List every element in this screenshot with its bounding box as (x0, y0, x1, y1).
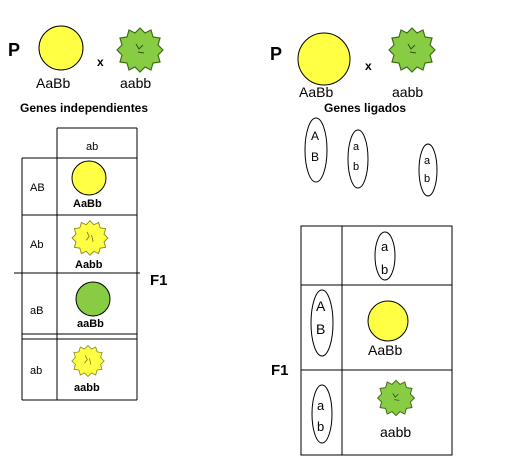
right-column-header-chromosome: a b (374, 231, 396, 281)
left-p-label: P (8, 40, 20, 60)
right-parent1-pea-icon (297, 32, 351, 86)
right-punnett-grid (300, 225, 453, 456)
svg-text:A: A (316, 298, 326, 314)
svg-text:b: b (381, 262, 388, 277)
svg-text:b: b (317, 419, 324, 434)
svg-text:B: B (311, 150, 319, 164)
right-row2-genotype: aabb (380, 424, 411, 440)
left-parent1-pea-icon (38, 25, 84, 71)
svg-text:b: b (353, 161, 359, 173)
right-row1-genotype: AaBb (368, 342, 402, 358)
right-chromosome-ab-1: a b (347, 129, 369, 189)
right-row1-yellow-round-pea-icon (367, 300, 409, 342)
left-row4-yellow-wrinkled-pea-icon (71, 345, 105, 377)
svg-text:a: a (424, 155, 431, 167)
right-parent2-wrinkled-pea-icon (388, 27, 436, 73)
right-parent1-genotype: AaBb (299, 84, 333, 100)
left-f1-label: F1 (150, 272, 168, 289)
svg-text:a: a (353, 141, 360, 153)
left-row3-gamete: aB (30, 305, 43, 317)
right-f1-label: F1 (271, 362, 289, 379)
left-punnett-grid (14, 127, 140, 401)
right-cross-symbol: x (365, 59, 372, 73)
svg-text:b: b (424, 173, 430, 185)
right-row2-green-wrinkled-pea-icon (377, 379, 415, 417)
left-row1-genotype: AaBb (73, 198, 102, 210)
left-parent2-genotype: aabb (120, 75, 151, 91)
left-row2-genotype: Aabb (75, 259, 103, 271)
left-row4-gamete: ab (30, 365, 42, 377)
left-cross-symbol: x (97, 55, 104, 69)
left-row3-genotype: aaBb (77, 318, 104, 330)
right-p-label: P (270, 44, 282, 64)
svg-text:B: B (316, 321, 325, 337)
left-row1-yellow-round-pea-icon (71, 160, 107, 196)
left-row3-green-round-pea-icon (75, 281, 111, 317)
right-chromosome-AB: A B (304, 117, 328, 183)
left-row2-yellow-wrinkled-pea-icon (71, 220, 109, 256)
left-parent2-wrinkled-pea-icon (116, 27, 164, 73)
left-row2-gamete: Ab (30, 239, 43, 251)
left-title: Genes independientes (20, 101, 148, 115)
svg-text:a: a (381, 239, 389, 254)
left-panel-independent: P AaBb x aabb Genes independientes ab AB… (8, 25, 168, 401)
left-column-header: ab (86, 141, 98, 153)
right-row2-gamete-chromosome: a b (311, 384, 333, 444)
left-parent1-genotype: AaBb (36, 75, 70, 91)
left-row1-gamete: AB (30, 182, 45, 194)
right-chromosome-ab-2: a b (418, 143, 438, 197)
right-row1-gamete-chromosome: A B (310, 289, 334, 357)
right-parent2-genotype: aabb (392, 84, 423, 100)
left-row4-genotype: aabb (74, 382, 100, 394)
right-title: Genes ligados (324, 101, 406, 115)
right-panel-linked: P AaBb x aabb Genes ligados A B a b a b (270, 27, 453, 456)
svg-text:a: a (317, 398, 325, 413)
svg-text:A: A (311, 129, 319, 143)
